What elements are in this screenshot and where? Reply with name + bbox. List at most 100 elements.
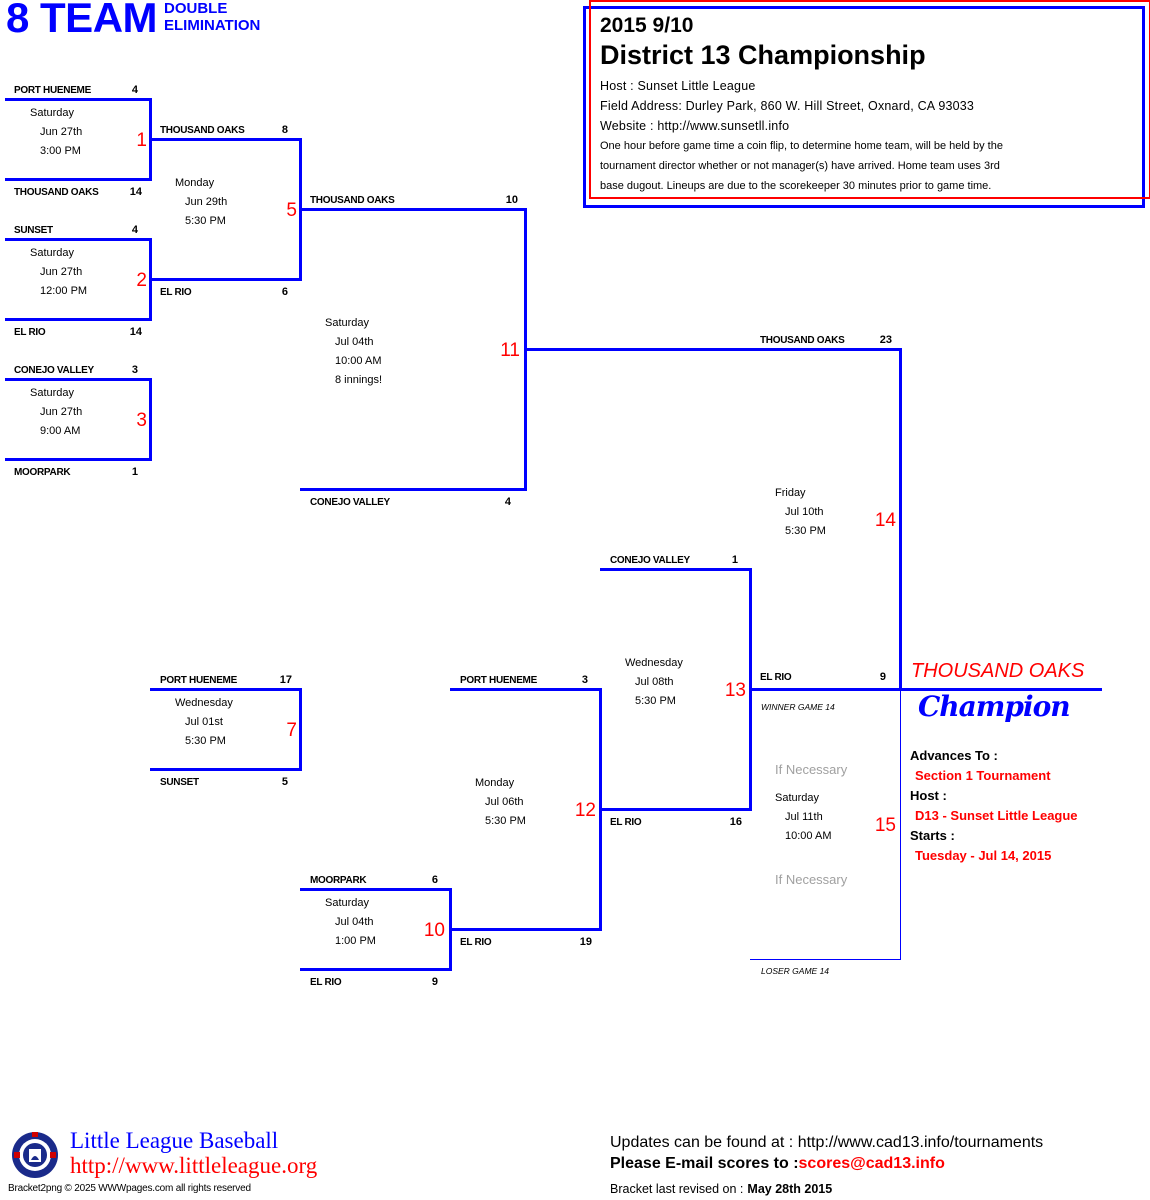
- bracket-line: [150, 768, 302, 771]
- bracket-line: [300, 208, 527, 211]
- game-schedule: Monday Jul 06th 5:30 PM: [475, 774, 526, 831]
- game-date: Jun 29th: [185, 196, 228, 208]
- email-label: Please E-mail scores to :: [610, 1155, 799, 1172]
- game-date: Jul 01st: [185, 716, 223, 728]
- game-time: 10:00 AM: [335, 355, 382, 367]
- team-name: THOUSAND OAKS: [310, 195, 395, 206]
- tournament-info: 2015 9/10 District 13 Championship Host …: [600, 14, 1140, 196]
- bracket-format-line1: DOUBLE: [164, 0, 228, 17]
- team-score: 9: [431, 976, 438, 988]
- game-day: Saturday: [30, 387, 75, 399]
- next-host-label: Host :: [910, 788, 947, 803]
- bracket-line: [299, 688, 302, 771]
- team-name: EL RIO: [310, 977, 342, 988]
- updates-text: Updates can be found at : http://www.cad…: [610, 1134, 1044, 1151]
- rules-note-line: One hour before game time a coin flip, t…: [600, 140, 1003, 152]
- little-league-link[interactable]: http://www.littleleague.org: [70, 1153, 318, 1178]
- copyright-text: Bracket2png © 2025 WWWpages.com all righ…: [8, 1183, 251, 1194]
- bracket-line: [300, 968, 452, 971]
- team-name: THOUSAND OAKS: [14, 187, 99, 198]
- team-score: 16: [729, 816, 742, 828]
- rules-note-line: tournament director whether or not manag…: [600, 160, 1000, 172]
- game-number: 1: [136, 130, 147, 151]
- champion-label: Champion: [918, 690, 1071, 723]
- game-date: Jul 08th: [635, 676, 674, 688]
- team-score: 19: [579, 936, 592, 948]
- email-address-link[interactable]: scores@cad13.info: [798, 1155, 945, 1172]
- game-date: Jun 27th: [40, 406, 83, 418]
- team-name: EL RIO: [460, 937, 492, 948]
- starts-value: Tuesday - Jul 14, 2015: [915, 848, 1052, 863]
- game-number: 15: [874, 815, 896, 836]
- bracket-line: [300, 888, 452, 891]
- game-date: Jul 06th: [485, 796, 524, 808]
- tournament-title: District 13 Championship: [600, 40, 926, 70]
- game-time: 5:30 PM: [785, 525, 826, 537]
- game-number: 14: [874, 510, 896, 531]
- team-score: 8: [281, 124, 288, 136]
- team-score: 6: [281, 286, 288, 298]
- team-score: 6: [431, 874, 438, 886]
- game-number: 3: [136, 410, 147, 431]
- bracket-line: [525, 348, 902, 351]
- team-name: CONEJO VALLEY: [610, 555, 690, 566]
- bracket-line: [150, 138, 302, 141]
- game-day: Monday: [475, 777, 515, 789]
- game-time: 5:30 PM: [635, 695, 676, 707]
- game-schedule: Friday Jul 10th 5:30 PM: [775, 484, 826, 541]
- game-time: 3:00 PM: [40, 145, 81, 157]
- game-time: 10:00 AM: [785, 830, 832, 842]
- bracket-line: [750, 688, 1102, 691]
- little-league-title: Little League Baseball: [70, 1128, 279, 1153]
- bracket-line: [5, 458, 152, 461]
- game-day: Saturday: [325, 317, 370, 329]
- bracket-line: [150, 278, 302, 281]
- game-date: Jul 04th: [335, 336, 374, 348]
- team-name: THOUSAND OAKS: [760, 335, 845, 346]
- bracket-line: [899, 348, 902, 691]
- little-league-logo-icon: [12, 1132, 58, 1178]
- game-day: Friday: [775, 487, 806, 499]
- team-score: 4: [504, 496, 511, 508]
- game-schedule: Saturday Jun 27th 9:00 AM: [30, 384, 82, 441]
- game-date: Jun 27th: [40, 266, 83, 278]
- team-score: 4: [131, 84, 138, 96]
- game-number: 12: [574, 800, 596, 821]
- rules-note-line: base dugout. Lineups are due to the scor…: [600, 180, 992, 192]
- champion-team: THOUSAND OAKS: [911, 660, 1085, 682]
- bracket-line: [5, 98, 152, 101]
- bracket-line: [5, 238, 152, 241]
- team-score: 5: [281, 776, 288, 788]
- advancement-info: Advances To : Section 1 Tournament Host …: [910, 746, 1078, 866]
- revised-date: May 28th 2015: [747, 1182, 833, 1196]
- team-name: CONEJO VALLEY: [14, 365, 94, 376]
- game-number: 13: [724, 680, 746, 701]
- field-address: Field Address: Durley Park, 860 W. Hill …: [600, 99, 975, 113]
- team-name: EL RIO: [760, 672, 792, 683]
- team-score: 1: [131, 466, 138, 478]
- bracket-line: [750, 959, 901, 960]
- game-day: Monday: [175, 177, 215, 189]
- team-name: SUNSET: [14, 225, 53, 236]
- team-score: 17: [279, 674, 292, 686]
- team-score: 3: [581, 674, 588, 686]
- game-time: 5:30 PM: [185, 215, 226, 227]
- game-number: 2: [136, 270, 147, 291]
- game-schedule: Saturday Jul 04th 10:00 AM 8 innings!: [325, 314, 382, 390]
- bracket-line: [450, 688, 602, 691]
- game-time: 1:00 PM: [335, 935, 376, 947]
- winner-game-14-label: WINNER GAME 14: [761, 702, 835, 712]
- game-schedule: Monday Jun 29th 5:30 PM: [175, 174, 227, 231]
- advances-label: Advances To :: [910, 748, 998, 763]
- team-name: PORT HUENEME: [14, 85, 91, 96]
- team-name: MOORPARK: [310, 875, 367, 886]
- game-schedule: Saturday Jun 27th 12:00 PM: [30, 244, 87, 301]
- starts-label: Starts :: [910, 828, 955, 843]
- game-time: 5:30 PM: [485, 815, 526, 827]
- game-day: Saturday: [325, 897, 370, 909]
- game-day: Saturday: [30, 107, 75, 119]
- game-date: Jul 11th: [785, 811, 823, 823]
- bracket-line: [5, 178, 152, 181]
- game-number: 5: [286, 200, 297, 221]
- team-score: 1: [731, 554, 738, 566]
